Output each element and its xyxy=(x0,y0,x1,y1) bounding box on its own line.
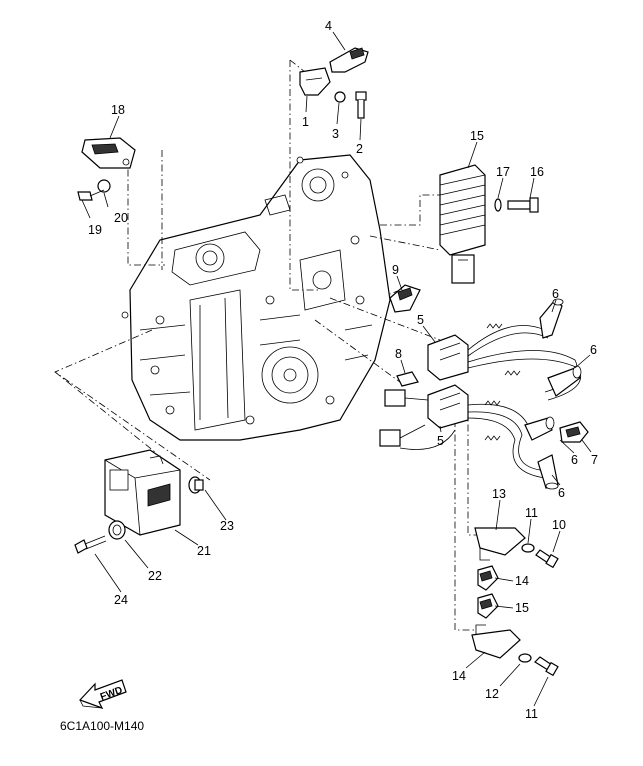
label-14-upper: 14 xyxy=(515,574,529,588)
coil-connector-lower xyxy=(379,429,401,447)
part-6-leads xyxy=(467,325,582,479)
part-18-bracket xyxy=(81,137,136,169)
part-8-holder xyxy=(559,421,589,443)
part-1-bracket xyxy=(299,67,331,96)
part-14-connector-upper xyxy=(477,565,499,591)
callout-lines xyxy=(81,31,592,707)
part-17-washer xyxy=(494,198,502,212)
label-1: 1 xyxy=(302,115,309,129)
part-11-washer-upper xyxy=(521,543,535,553)
label-2: 2 xyxy=(356,142,363,156)
part-labels: 4 1 3 2 18 20 19 15 17 16 9 5 8 5 6 6 6 … xyxy=(88,19,598,721)
part-9-clip xyxy=(389,284,421,313)
label-10-lower: 11 xyxy=(525,707,538,721)
label-11-upper: 11 xyxy=(525,506,538,520)
part-23-grommet xyxy=(188,476,204,494)
label-17: 17 xyxy=(496,165,510,179)
part-14-connector-lower xyxy=(477,593,499,619)
label-5-upper: 5 xyxy=(417,313,424,327)
part-10-bolt-lower xyxy=(534,656,559,677)
part-11-washer-lower xyxy=(518,653,532,663)
label-18: 18 xyxy=(111,103,125,117)
label-6-mid: 6 xyxy=(571,453,578,467)
label-6-right: 6 xyxy=(590,343,597,357)
part-15-rectifier xyxy=(439,164,486,284)
part-16-bolt xyxy=(507,197,539,213)
plug-spring-1 xyxy=(486,323,503,329)
fwd-arrow-icon: FWD xyxy=(78,679,127,710)
label-16: 16 xyxy=(530,165,544,179)
part-4-sensor xyxy=(329,47,369,73)
part-21-ecm xyxy=(104,449,181,536)
label-5-lower: 5 xyxy=(437,434,444,448)
label-8: 7 xyxy=(591,453,598,467)
plug-spring-3 xyxy=(484,400,501,406)
label-3: 3 xyxy=(332,127,339,141)
label-12: 13 xyxy=(492,487,506,501)
part-6-plug-cap-4 xyxy=(537,454,559,490)
label-23: 23 xyxy=(220,519,234,533)
label-13: 14 xyxy=(452,669,466,683)
label-6-top: 6 xyxy=(552,287,559,301)
plug-spring-4 xyxy=(484,435,501,441)
label-7: 8 xyxy=(395,347,402,361)
engine-block xyxy=(121,154,391,441)
part-5-ignition-coil-lower xyxy=(427,384,469,429)
part-2-bolt xyxy=(355,91,367,119)
label-9: 9 xyxy=(392,263,399,277)
label-24: 24 xyxy=(114,593,128,607)
part-6-plug-cap-3 xyxy=(524,416,555,441)
label-15: 15 xyxy=(470,129,484,143)
label-21: 21 xyxy=(197,544,211,558)
label-4: 4 xyxy=(325,19,332,33)
coil-connector-upper xyxy=(384,389,406,407)
part-3-washer xyxy=(334,91,346,103)
part-24-bolt xyxy=(74,535,107,554)
part-13-bracket xyxy=(471,624,521,659)
leader-lines xyxy=(54,59,480,631)
part-6-plug-cap-1 xyxy=(539,298,564,339)
label-11-lower: 12 xyxy=(485,687,499,701)
part-5-ignition-coil-upper xyxy=(427,334,469,381)
part-6-plug-cap-2 xyxy=(547,365,582,397)
label-14-lower: 15 xyxy=(515,601,529,615)
part-7-clamp xyxy=(396,371,419,387)
part-22-grommet xyxy=(108,520,126,540)
label-19: 19 xyxy=(88,223,102,237)
part-12-bracket xyxy=(474,527,526,561)
label-10-upper: 10 xyxy=(552,518,566,532)
part-19-bolt xyxy=(77,189,105,201)
part-10-bolt-upper xyxy=(535,549,559,569)
label-20: 20 xyxy=(114,211,128,225)
plug-spring-2 xyxy=(504,370,521,376)
part-20-washer xyxy=(97,179,111,193)
label-22: 22 xyxy=(148,569,162,583)
label-6-bottom: 6 xyxy=(558,486,565,500)
document-code: 6C1A100-M140 xyxy=(60,719,144,733)
